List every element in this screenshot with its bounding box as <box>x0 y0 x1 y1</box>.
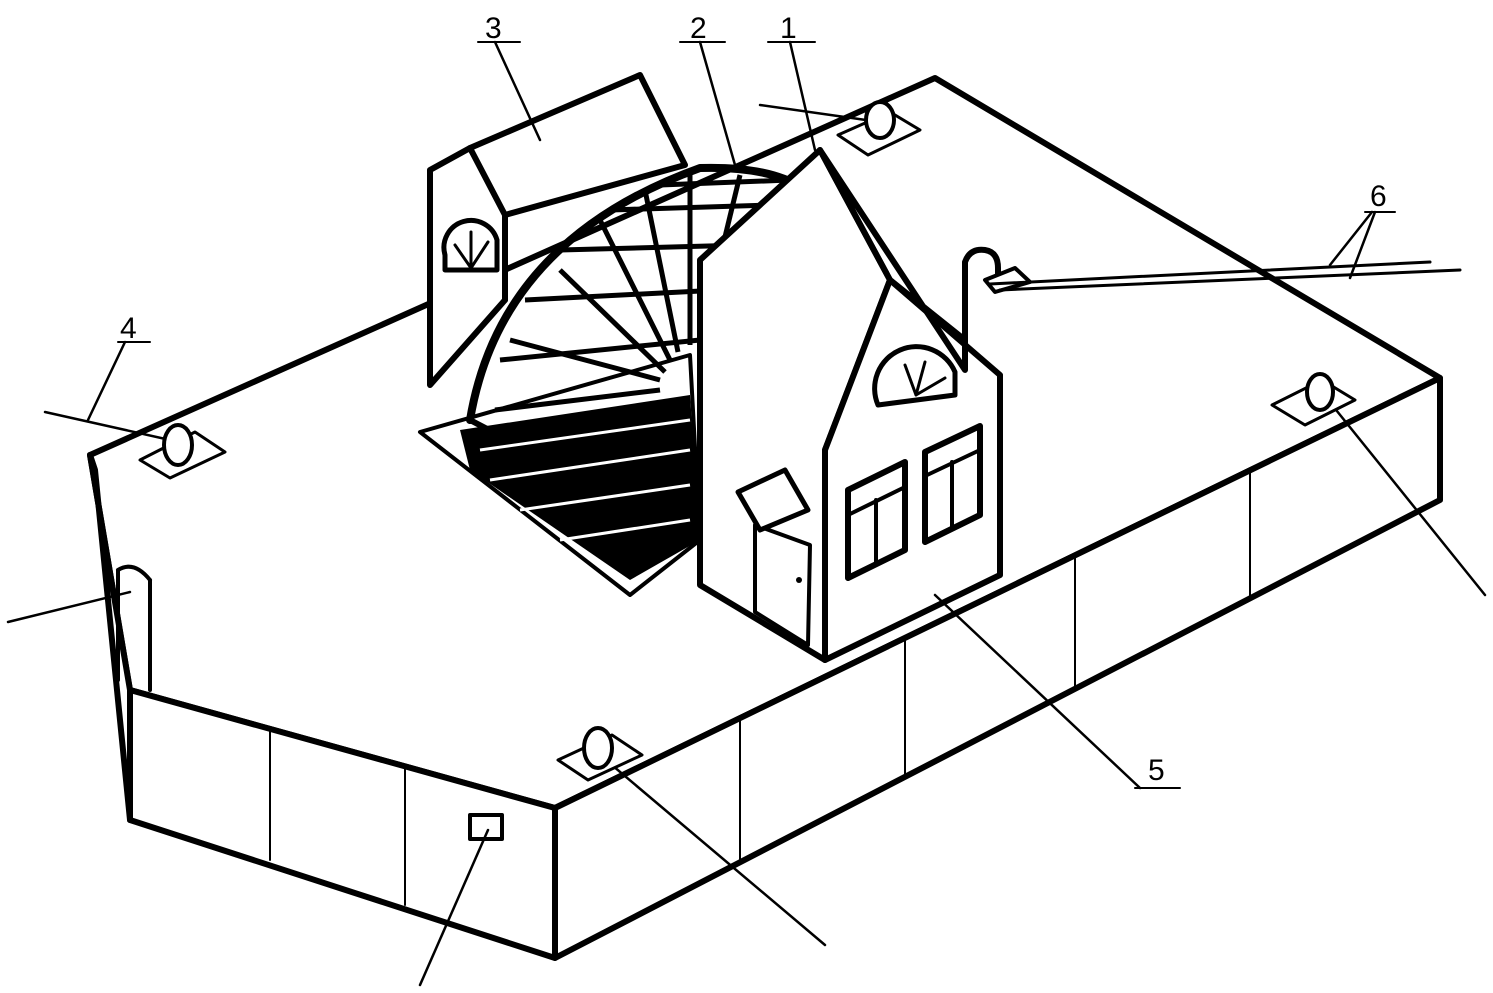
bow-ladder <box>116 564 152 692</box>
callout-2: 2 <box>679 12 737 167</box>
callout-label-5: 5 <box>1148 754 1165 787</box>
callout-3: 3 <box>477 12 542 142</box>
callout-label-1: 1 <box>780 12 797 45</box>
bollard-left <box>138 423 227 480</box>
callout-label-2: 2 <box>690 12 707 45</box>
callout-4: 4 <box>86 312 151 422</box>
gable-window <box>872 344 958 408</box>
callout-label-4: 4 <box>120 312 137 345</box>
outlet-pipe <box>962 246 1462 343</box>
bollard-right <box>1270 372 1357 427</box>
callout-label-3: 3 <box>485 12 502 45</box>
bollard-front <box>556 726 644 782</box>
mooring-lines <box>6 103 1487 987</box>
house-door <box>735 467 812 647</box>
house-window-left <box>845 459 908 581</box>
callout-5: 5 <box>933 593 1181 790</box>
bollard-back <box>836 100 922 157</box>
callout-6: 6 <box>1328 180 1396 280</box>
mill-house <box>697 147 1003 663</box>
house-window-right <box>922 423 983 545</box>
hull-right-face <box>552 375 1443 961</box>
callout-label-6: 6 <box>1370 180 1387 213</box>
callout-1: 1 <box>767 12 817 152</box>
rear-housing <box>427 72 688 388</box>
